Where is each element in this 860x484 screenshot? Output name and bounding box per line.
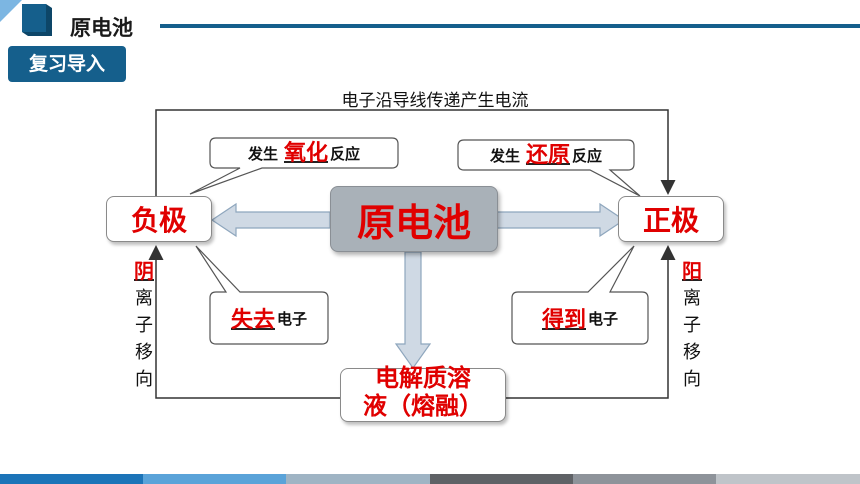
galvanic-cell-box: 原电池 [330, 186, 498, 252]
arrow-to-negative [210, 202, 331, 238]
reduction-prefix: 发生 [489, 146, 520, 165]
lose-electron-suffix: 电子 [277, 309, 308, 328]
oxidation-key: 氧化 [283, 141, 328, 166]
anion-char-2: 子 [135, 315, 153, 336]
header-decoration [0, 0, 52, 36]
oxidation-prefix: 发生 [247, 144, 278, 163]
footer-bar-2 [143, 474, 286, 484]
anion-char-1: 离 [135, 288, 153, 309]
positive-electrode-box: 正极 [618, 196, 724, 242]
reduction-suffix: 反应 [572, 146, 603, 165]
anion-char-3: 移 [135, 342, 153, 363]
anion-path-line [148, 245, 340, 399]
footer-bar-1 [0, 474, 143, 484]
callout-reduction-bubble [457, 139, 641, 197]
electrolyte-line-1: 电解质溶 [375, 364, 471, 392]
electron-path-line [155, 109, 676, 196]
footer-bar-5 [573, 474, 716, 484]
electrolyte-box: 电解质溶 液（熔融） [340, 364, 506, 422]
anion-key: 阴 [134, 259, 154, 283]
callout-lose-electron-bubble [195, 245, 329, 345]
header-triangle-light [0, 0, 22, 22]
gain-electron-key: 得到 [541, 308, 586, 333]
anion-char-4: 向 [135, 369, 153, 390]
negative-electrode-box: 负极 [106, 196, 212, 242]
gain-electron-callout-text: 得到 电子 [512, 292, 648, 344]
reduction-key: 还原 [525, 143, 570, 168]
footer-bar-3 [286, 474, 430, 484]
anion-migration-label: 阴 离 子 移 向 [132, 258, 156, 393]
callout-oxidation-bubble [189, 137, 399, 195]
arrow-to-positive [495, 202, 626, 238]
title-underline [160, 24, 860, 28]
lose-electron-callout-text: 失去 电子 [210, 292, 328, 344]
footer-bar-4 [430, 474, 573, 484]
electrolyte-line-2: 液（熔融） [363, 392, 483, 420]
callout-gain-electron-bubble [511, 245, 649, 345]
gain-electron-suffix: 电子 [588, 309, 619, 328]
cation-char-1: 离 [683, 288, 701, 309]
section-badge: 复习导入 [8, 46, 126, 82]
electron-flow-caption: 电子沿导线传递产生电流 [341, 91, 529, 111]
cation-migration-label: 阳 离 子 移 向 [680, 258, 704, 393]
arrow-to-electrolyte [394, 251, 432, 370]
cation-path-line [500, 245, 676, 399]
header-square-shadow [22, 4, 52, 36]
lose-electron-key: 失去 [230, 308, 275, 333]
cation-char-3: 移 [683, 342, 701, 363]
header-square-icon [22, 4, 46, 32]
cation-key: 阳 [682, 259, 702, 283]
reduction-callout-text: 发生 还原 反应 [458, 140, 634, 170]
cation-char-2: 子 [683, 315, 701, 336]
oxidation-callout-text: 发生 氧化 反应 [210, 138, 398, 168]
page-title: 原电池 [70, 16, 133, 40]
oxidation-suffix: 反应 [330, 144, 361, 163]
footer-bar-6 [716, 474, 860, 484]
cation-char-4: 向 [683, 369, 701, 390]
